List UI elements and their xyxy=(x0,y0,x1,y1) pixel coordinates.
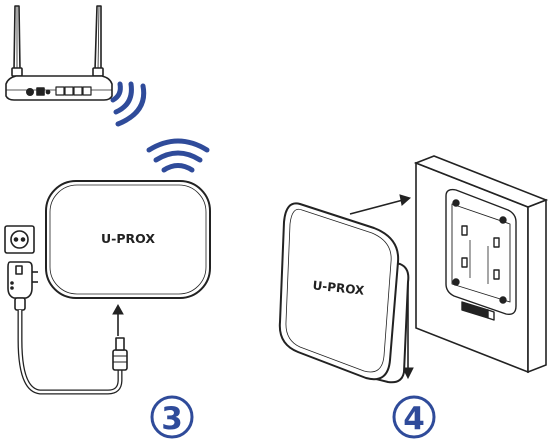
arrow-right xyxy=(349,194,412,215)
mounting-panel-icon xyxy=(445,188,517,321)
step-3-number: 3 xyxy=(161,401,183,437)
hub-device-angled xyxy=(278,202,410,384)
power-outlet-icon xyxy=(4,225,35,254)
step-4-number: 4 xyxy=(403,401,425,437)
wifi-signal-icon xyxy=(146,138,210,173)
arrow-up xyxy=(112,303,124,336)
step-3-badge: 3 xyxy=(150,395,194,439)
mounting-brand-label: U-PROX xyxy=(312,278,366,297)
hub-device xyxy=(45,180,211,299)
power-adapter-icon xyxy=(7,261,128,395)
hub-brand-label: U-PROX xyxy=(101,231,155,246)
step-4-badge: 4 xyxy=(392,395,436,439)
wifi-signal-icon xyxy=(110,81,147,127)
wifi-router-icon xyxy=(5,5,113,101)
